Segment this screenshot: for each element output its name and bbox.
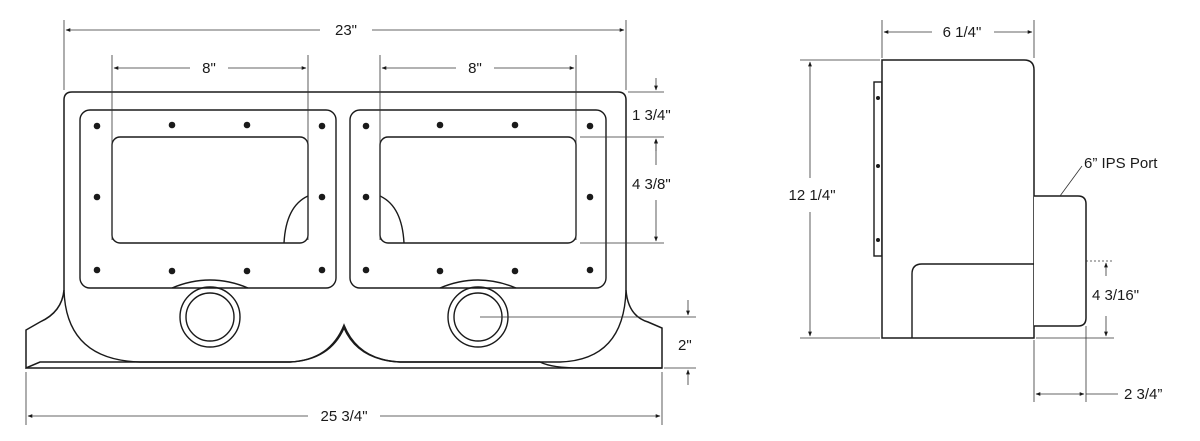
side-body	[881, 59, 1035, 339]
dim-overall-top: 23"	[335, 22, 357, 39]
side-flange	[873, 81, 883, 257]
dim-right-window-width: 8"	[468, 60, 482, 77]
left-port	[179, 286, 241, 348]
front-dimensions: 23" 8" 8" 1 3/4" 4 3/8" 2"	[25, 20, 696, 425]
left-window-frame	[79, 109, 337, 289]
port-label: 6” IPS Port	[1084, 155, 1158, 172]
left-bolt-holes	[93, 121, 326, 275]
side-dimensions: 6 1/4" 12 1/4" 6” IPS Port 4 3/16" 2 3/4…	[788, 20, 1162, 403]
dim-port-height: 2"	[678, 337, 692, 354]
right-window-frame	[349, 109, 607, 289]
dim-left-window-width: 8"	[202, 60, 216, 77]
right-bolt-holes	[362, 121, 594, 275]
dim-side-height: 12 1/4"	[788, 187, 835, 204]
side-view	[873, 59, 1087, 339]
side-lower-step	[911, 263, 1034, 338]
right-window-arc	[379, 195, 405, 244]
left-window-arc	[283, 195, 309, 244]
dim-port-center-height: 4 3/16"	[1092, 287, 1139, 304]
dim-window-height: 4 3/8"	[632, 176, 671, 193]
side-port	[1034, 195, 1087, 327]
dim-side-depth: 6 1/4"	[943, 24, 982, 41]
front-view	[25, 91, 663, 370]
dim-top-margin: 1 3/4"	[632, 107, 671, 124]
front-base-outline	[26, 289, 662, 369]
dim-base-width: 25 3/4"	[320, 408, 367, 425]
dim-port-projection: 2 3/4”	[1124, 386, 1162, 403]
